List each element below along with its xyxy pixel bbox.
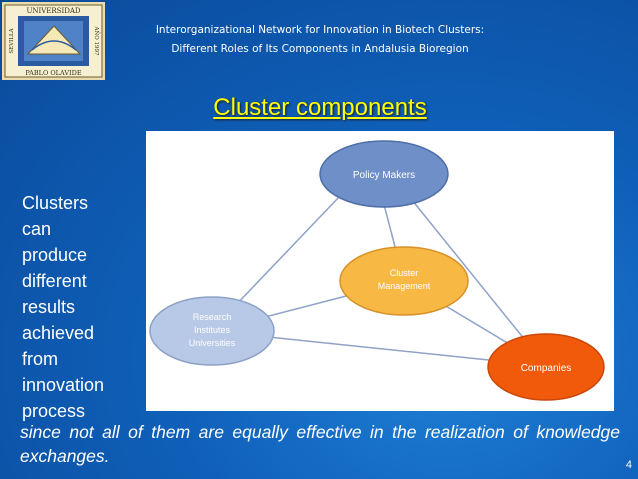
left-description: Clusters can produce different results a…	[22, 190, 142, 424]
node-policy-makers	[319, 140, 449, 208]
logo-text-bottom: PABLO OLAVIDE	[25, 69, 81, 77]
node-companies	[487, 333, 605, 401]
left-word-8: innovation	[22, 375, 105, 395]
left-word-4: different	[22, 271, 87, 291]
bottom-description: since not all of them are equally effect…	[20, 422, 620, 466]
header-title-line1: Interorganizational Network for Innovati…	[155, 24, 485, 36]
cluster-diagram-svg: Policy Makers Cluster Management Researc…	[149, 140, 605, 401]
page-number: 4	[625, 459, 632, 471]
node-cluster-management	[339, 246, 469, 316]
header-title-line2: Different Roles of Its Components in And…	[171, 43, 469, 55]
logo-text-top: UNIVERSIDAD	[26, 7, 80, 15]
node-research-label-1: Research	[193, 312, 232, 322]
cluster-diagram: Policy Makers Cluster Management Researc…	[146, 131, 614, 411]
left-word-7: from	[22, 349, 58, 369]
node-research-label-3: Universities	[189, 338, 236, 348]
left-word-3: produce	[22, 245, 88, 265]
left-word-1: Clusters	[22, 193, 89, 213]
node-research-label-2: Institutes	[194, 325, 231, 335]
node-policy-makers-label: Policy Makers	[353, 170, 415, 181]
left-word-9: process	[22, 401, 86, 421]
node-cluster-label-1: Cluster	[390, 268, 419, 278]
left-word-2: can	[22, 219, 52, 239]
logo-text-left: SEVILLA	[9, 27, 15, 53]
node-research-institutes	[149, 296, 275, 366]
node-companies-label: Companies	[521, 363, 572, 374]
logo-text-right: AÑO 1997	[93, 25, 101, 56]
node-cluster-label-2: Management	[378, 281, 431, 291]
edge-policy-companies	[390, 173, 547, 367]
slide-title: Cluster components	[213, 94, 427, 121]
university-logo: UNIVERSIDAD PABLO OLAVIDE SEVILLA AÑO 19…	[2, 2, 105, 80]
left-word-6: achieved	[22, 323, 95, 343]
left-word-5: results	[22, 297, 76, 317]
